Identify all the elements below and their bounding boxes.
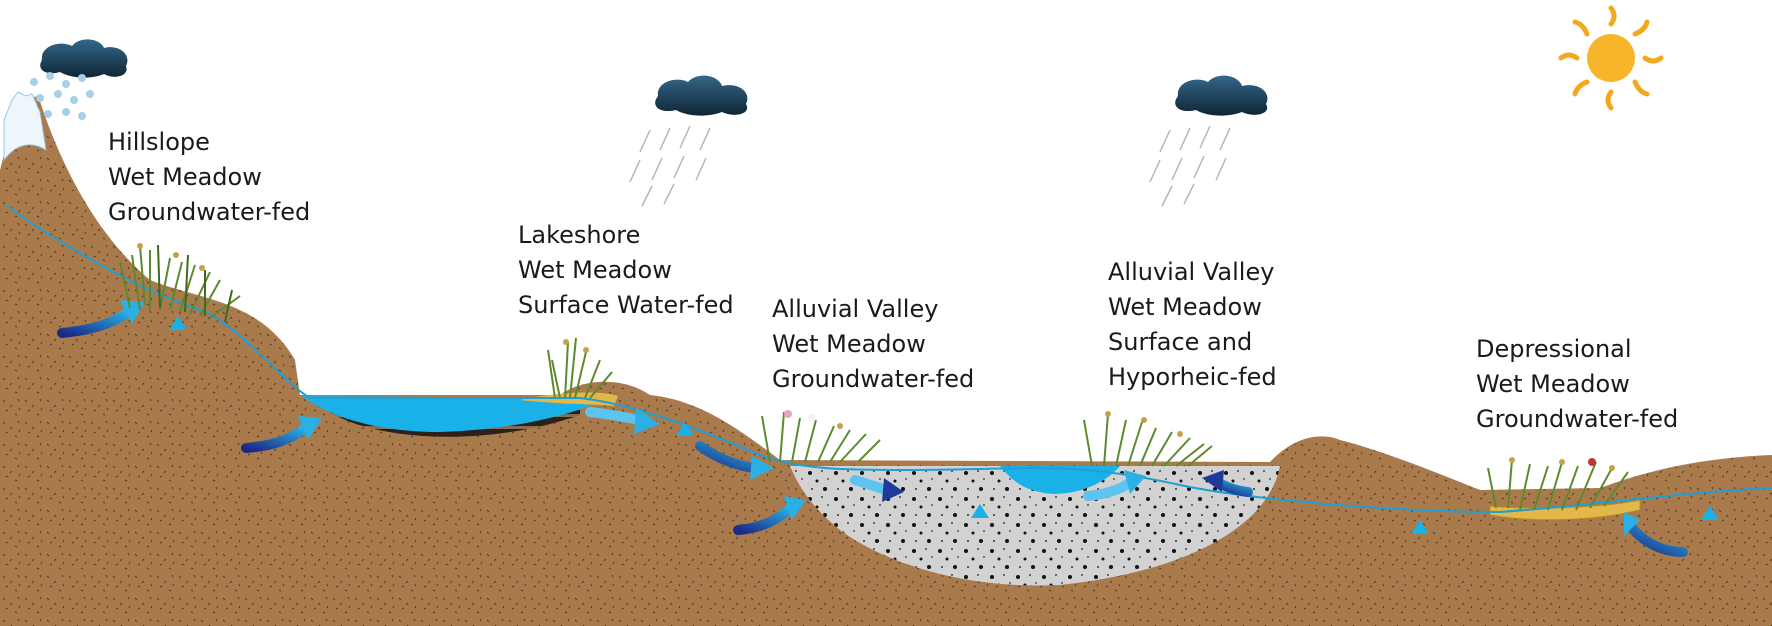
alluvial-groundwater-label: Alluvial Valley Wet Meadow Groundwater-f…	[772, 292, 974, 397]
label-line: Wet Meadow	[518, 253, 734, 288]
label-line: Alluvial Valley	[1108, 255, 1277, 290]
depressional-label: Depressional Wet Meadow Groundwater-fed	[1476, 332, 1678, 437]
label-line: Surface Water-fed	[518, 288, 734, 323]
sun-icon	[1561, 8, 1661, 108]
cloud-icon	[40, 39, 127, 77]
lakeshore-label: Lakeshore Wet Meadow Surface Water-fed	[518, 218, 734, 323]
grass-icon	[1084, 411, 1212, 466]
rain-icon	[630, 126, 710, 206]
label-line: Groundwater-fed	[108, 195, 310, 230]
label-line: Hillslope	[108, 125, 310, 160]
label-line: Lakeshore	[518, 218, 734, 253]
label-line: Wet Meadow	[772, 327, 974, 362]
hillslope-label: Hillslope Wet Meadow Groundwater-fed	[108, 125, 310, 230]
label-line: Alluvial Valley	[772, 292, 974, 327]
label-line: Depressional	[1476, 332, 1678, 367]
alluvial-surface-hyporheic-label: Alluvial Valley Wet Meadow Surface and H…	[1108, 255, 1277, 395]
label-line: Surface and	[1108, 325, 1277, 360]
label-line: Groundwater-fed	[772, 362, 974, 397]
grass-icon	[762, 410, 880, 462]
rain-icon	[1150, 126, 1230, 206]
label-line: Groundwater-fed	[1476, 402, 1678, 437]
label-line: Wet Meadow	[1108, 290, 1277, 325]
cloud-icon	[655, 76, 747, 116]
label-line: Wet Meadow	[108, 160, 310, 195]
cloud-icon	[1175, 76, 1267, 116]
label-line: Wet Meadow	[1476, 367, 1678, 402]
label-line: Hyporheic-fed	[1108, 360, 1277, 395]
